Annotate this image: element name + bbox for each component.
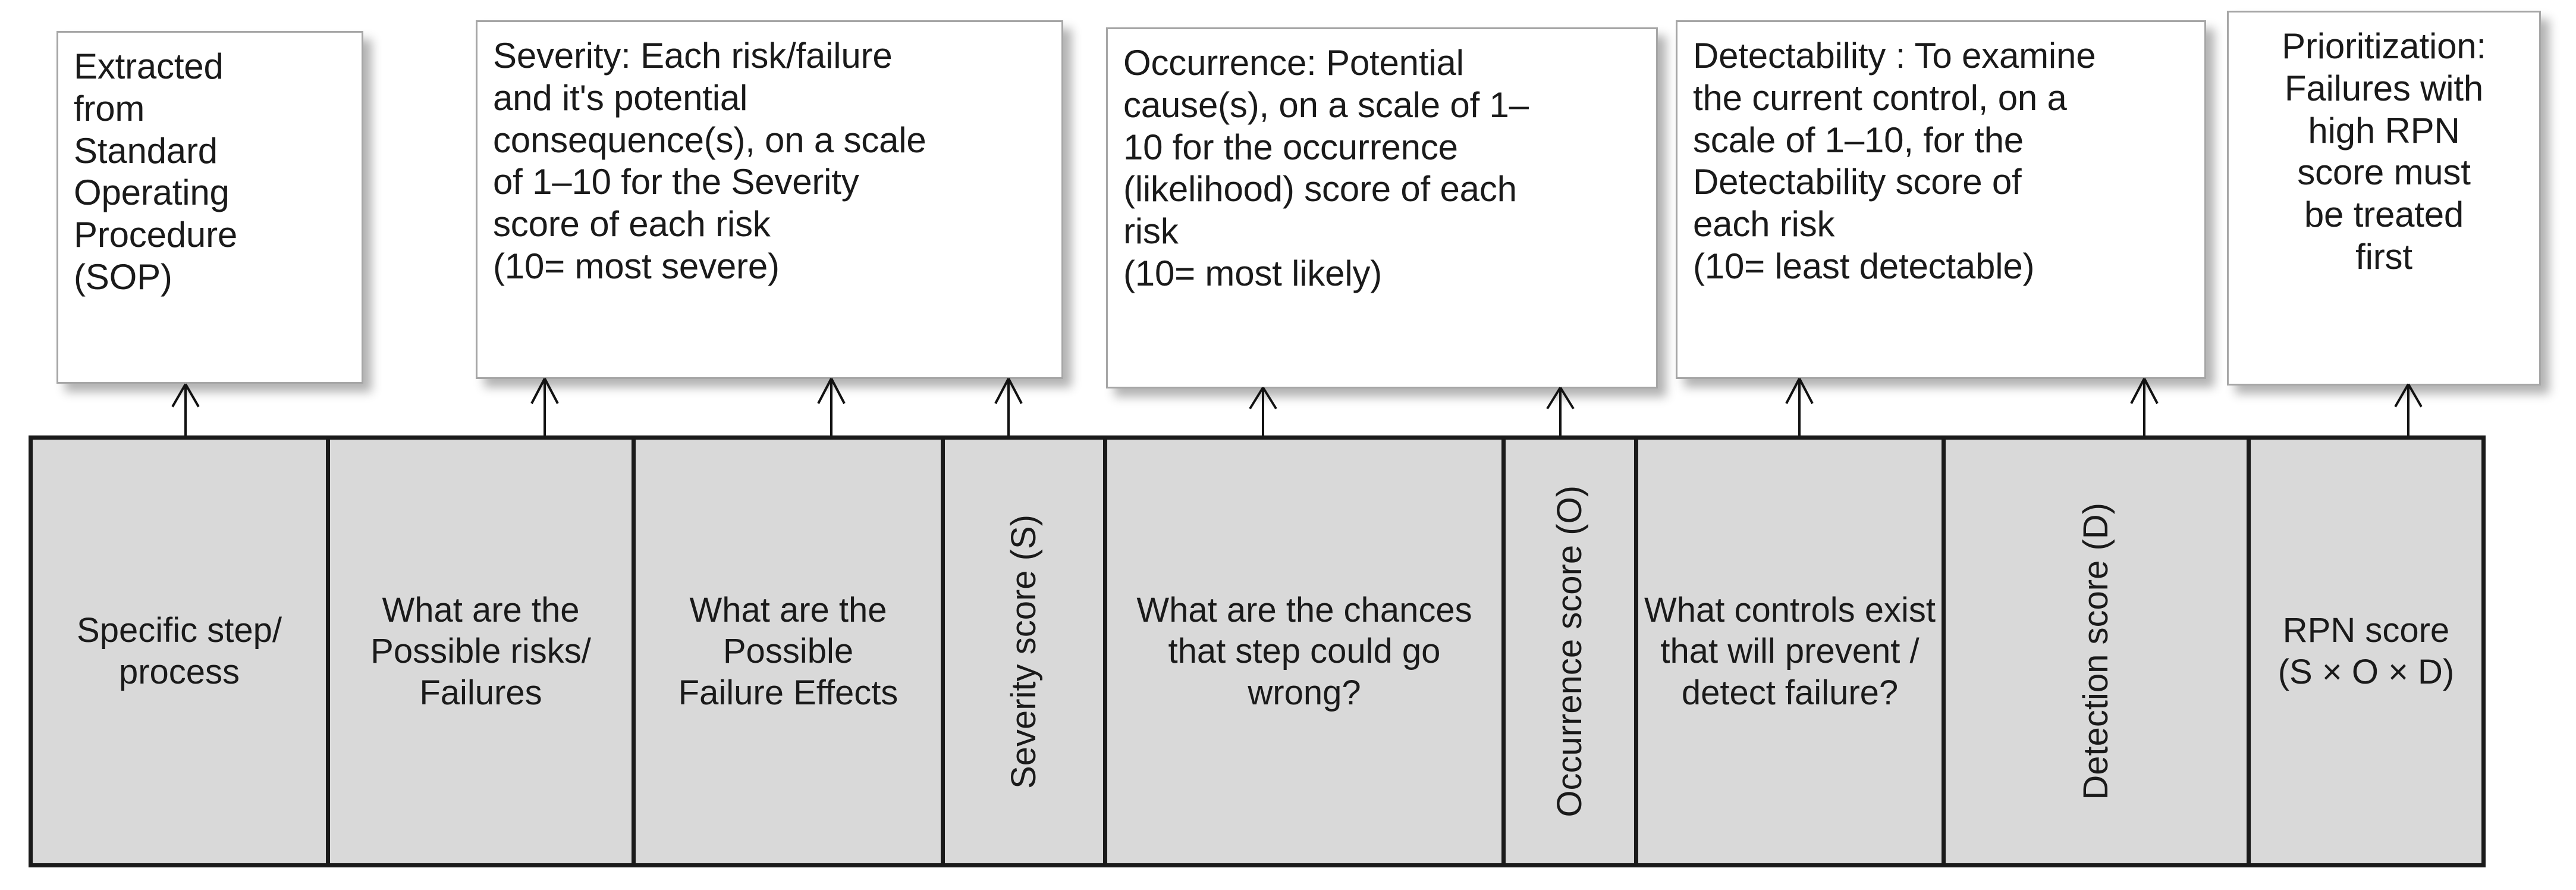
callout-box-sop: Extracted from Standard Operating Proced… [56, 31, 363, 384]
arrow-to-detectability-1 [1782, 375, 1817, 437]
table-cell-label: What controls exist that will prevent / … [1644, 590, 1936, 712]
callout-text-detectability: Detectability : To examine the current c… [1693, 36, 2096, 286]
callout-box-prioritization: Prioritization: Failures with high RPN s… [2227, 11, 2541, 386]
arrow-to-severity-1 [527, 375, 563, 437]
callout-text-occurrence: Occurrence: Potential cause(s), on a sca… [1123, 43, 1529, 293]
table-cell-rpn-score[interactable]: RPN score (S × O × D) [2251, 440, 2481, 863]
arrow-to-severity-3 [991, 375, 1026, 437]
table-cell-label: Occurrence score (O) [1550, 485, 1589, 817]
callout-box-severity: Severity: Each risk/failure and it's pot… [476, 20, 1063, 379]
table-cell-label: What are the Possible Failure Effects [678, 590, 899, 712]
table-cell-specific-step-process[interactable]: Specific step/ process [33, 440, 330, 863]
table-cell-label: What are the chances that step could go … [1136, 590, 1472, 712]
callout-text-prioritization: Prioritization: Failures with high RPN s… [2282, 26, 2486, 277]
table-cell-label: Severity score (S) [1004, 514, 1044, 789]
table-cell-controls-prevent-detect[interactable]: What controls exist that will prevent / … [1638, 440, 1946, 863]
callout-box-occurrence: Occurrence: Potential cause(s), on a sca… [1106, 27, 1658, 388]
arrow-to-occurrence-2 [1543, 384, 1578, 437]
arrow-to-detectability-2 [2126, 375, 2162, 437]
fmea-column-header-table: Specific step/ process What are the Poss… [29, 435, 2486, 867]
arrow-to-prioritization [2390, 381, 2426, 437]
table-cell-possible-failure-effects[interactable]: What are the Possible Failure Effects [636, 440, 945, 863]
table-cell-occurrence-score[interactable]: Occurrence score (O) [1506, 440, 1638, 863]
arrow-to-sop [168, 381, 203, 437]
callout-box-detectability: Detectability : To examine the current c… [1676, 20, 2206, 379]
callout-text-severity: Severity: Each risk/failure and it's pot… [493, 36, 926, 286]
callout-text-sop: Extracted from Standard Operating Proced… [74, 46, 238, 297]
table-cell-label: RPN score (S × O × D) [2277, 611, 2455, 691]
arrow-to-severity-2 [813, 375, 849, 437]
arrow-to-occurrence-1 [1245, 384, 1281, 437]
table-cell-label: What are the Possible risks/ Failures [370, 590, 591, 712]
table-cell-detection-score[interactable]: Detection score (D) [1946, 440, 2251, 863]
table-cell-possible-risks-failures[interactable]: What are the Possible risks/ Failures [330, 440, 636, 863]
table-cell-label: Detection score (D) [2076, 503, 2116, 800]
table-cell-severity-score[interactable]: Severity score (S) [945, 440, 1107, 863]
table-cell-label: Specific step/ process [77, 611, 282, 691]
table-cell-chances-step-could-go-wrong[interactable]: What are the chances that step could go … [1107, 440, 1506, 863]
